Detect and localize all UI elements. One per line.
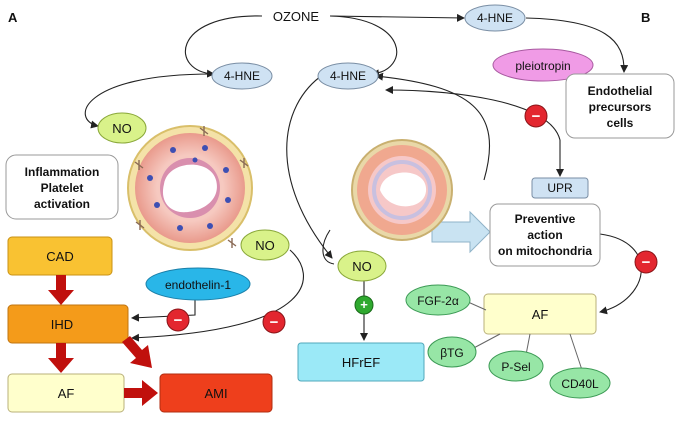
arrow-vessel-to-no-mid [322,229,335,265]
inflammation-line-1: Inflammation [25,165,100,179]
no-top-label: NO [112,121,132,136]
minus-sign: − [532,108,541,125]
no-right-label: NO [255,238,275,253]
psel-label: P-Sel [501,360,530,374]
hfref-box: HFrEF [297,342,425,382]
af-right-label: AF [532,307,549,322]
minus-badge-mito: − [524,104,548,128]
cd40l-node: CD40L [549,367,611,399]
endothelin-label: endothelin-1 [165,278,231,292]
no-mid-label: NO [352,259,372,274]
preventive-box: Preventive action on mitochondria [489,203,601,267]
af-left-label: AF [58,386,75,401]
panel-a-label: A [8,10,18,25]
endothelial-line-1: Endothelial [588,84,653,98]
ihd-box: IHD [7,304,129,344]
endothelial-line-2: precursors [589,100,652,114]
arrow-hne-left-to-no-top [84,73,213,129]
plus-sign: + [360,297,368,312]
arrow-no-right-to-ihd [131,249,304,342]
minus-sign: − [270,314,279,331]
arrow-ozone-to-hne-mid [329,15,398,78]
hne-left-label: 4-HNE [224,69,260,83]
inflammation-box: Inflammation Platelet activation [5,154,119,220]
hne-left-node: 4-HNE [211,62,273,90]
fgf-label: FGF-2α [417,294,459,308]
arrow-preventive-loop-to-hne-mid [375,72,491,181]
ami-box: AMI [159,373,273,413]
arrow-hne-top-right-to-endothelial [525,17,629,73]
cd40l-label: CD40L [561,377,599,391]
minus-badge-preventive-af: − [634,250,658,274]
vessel-middle [351,139,453,241]
hne-mid-node: 4-HNE [317,62,379,90]
no-right-node: NO [240,229,290,261]
upr-box: UPR [531,177,589,199]
af-left-box: AF [7,373,125,413]
arrow-ozone-to-hne-top-right [329,13,465,22]
mitochondria-block-arrow [431,210,491,254]
upr-label: UPR [547,181,573,195]
endothelial-box: Endothelial precursors cells [565,73,675,139]
hne-top-right-label: 4-HNE [477,11,513,25]
inflammation-line-2: Platelet [41,181,84,195]
psel-node: P-Sel [488,350,544,382]
minus-badge-endothelin: − [166,308,190,332]
thick-arrow-ihd-to-ami [122,336,152,368]
panel-b-label: B [641,10,650,25]
af-right-box: AF [483,293,597,335]
hfref-label: HFrEF [342,355,380,370]
pleiotropin-label: pleiotropin [515,59,570,73]
thick-arrows [48,275,158,406]
hne-mid-label: 4-HNE [330,69,366,83]
preventive-line-1: Preventive [515,212,576,226]
arrow-hne-mid-to-no-mid [286,73,333,259]
endothelin-node: endothelin-1 [145,267,251,301]
arrow-ozone-to-hne-left [184,15,263,78]
minus-sign: − [174,312,183,329]
ihd-label: IHD [51,317,73,332]
connector-arrows [84,13,642,342]
btg-label: βTG [440,346,464,360]
preventive-line-3: on mitochondria [498,244,592,258]
pleiotropin-node: pleiotropin [492,48,594,82]
arrow-endothelin-to-ihd [131,300,196,322]
arrow-mito-to-hne-mid [385,86,561,141]
minus-badge-no-right: − [262,310,286,334]
fgf-node: FGF-2α [405,284,471,316]
cad-box: CAD [7,236,113,276]
thick-arrow-af-to-ami [124,380,158,406]
plus-badge-no-mid: + [354,295,374,315]
ozone-label: OZONE [273,9,320,24]
vessel-left [127,125,253,251]
thick-arrow-ihd-to-af [48,343,74,373]
minus-sign: − [642,254,651,271]
preventive-line-2: action [527,228,562,242]
arrow-preventive-to-af [599,233,642,315]
inflammation-line-3: activation [34,197,90,211]
no-top-node: NO [97,112,147,144]
cad-label: CAD [46,249,73,264]
endothelial-line-3: cells [607,116,634,130]
hne-top-right-node: 4-HNE [464,4,526,32]
thick-arrow-cad-to-ihd [48,275,74,305]
ami-label: AMI [204,386,227,401]
no-mid-node: NO [337,250,387,282]
btg-node: βTG [427,336,477,368]
